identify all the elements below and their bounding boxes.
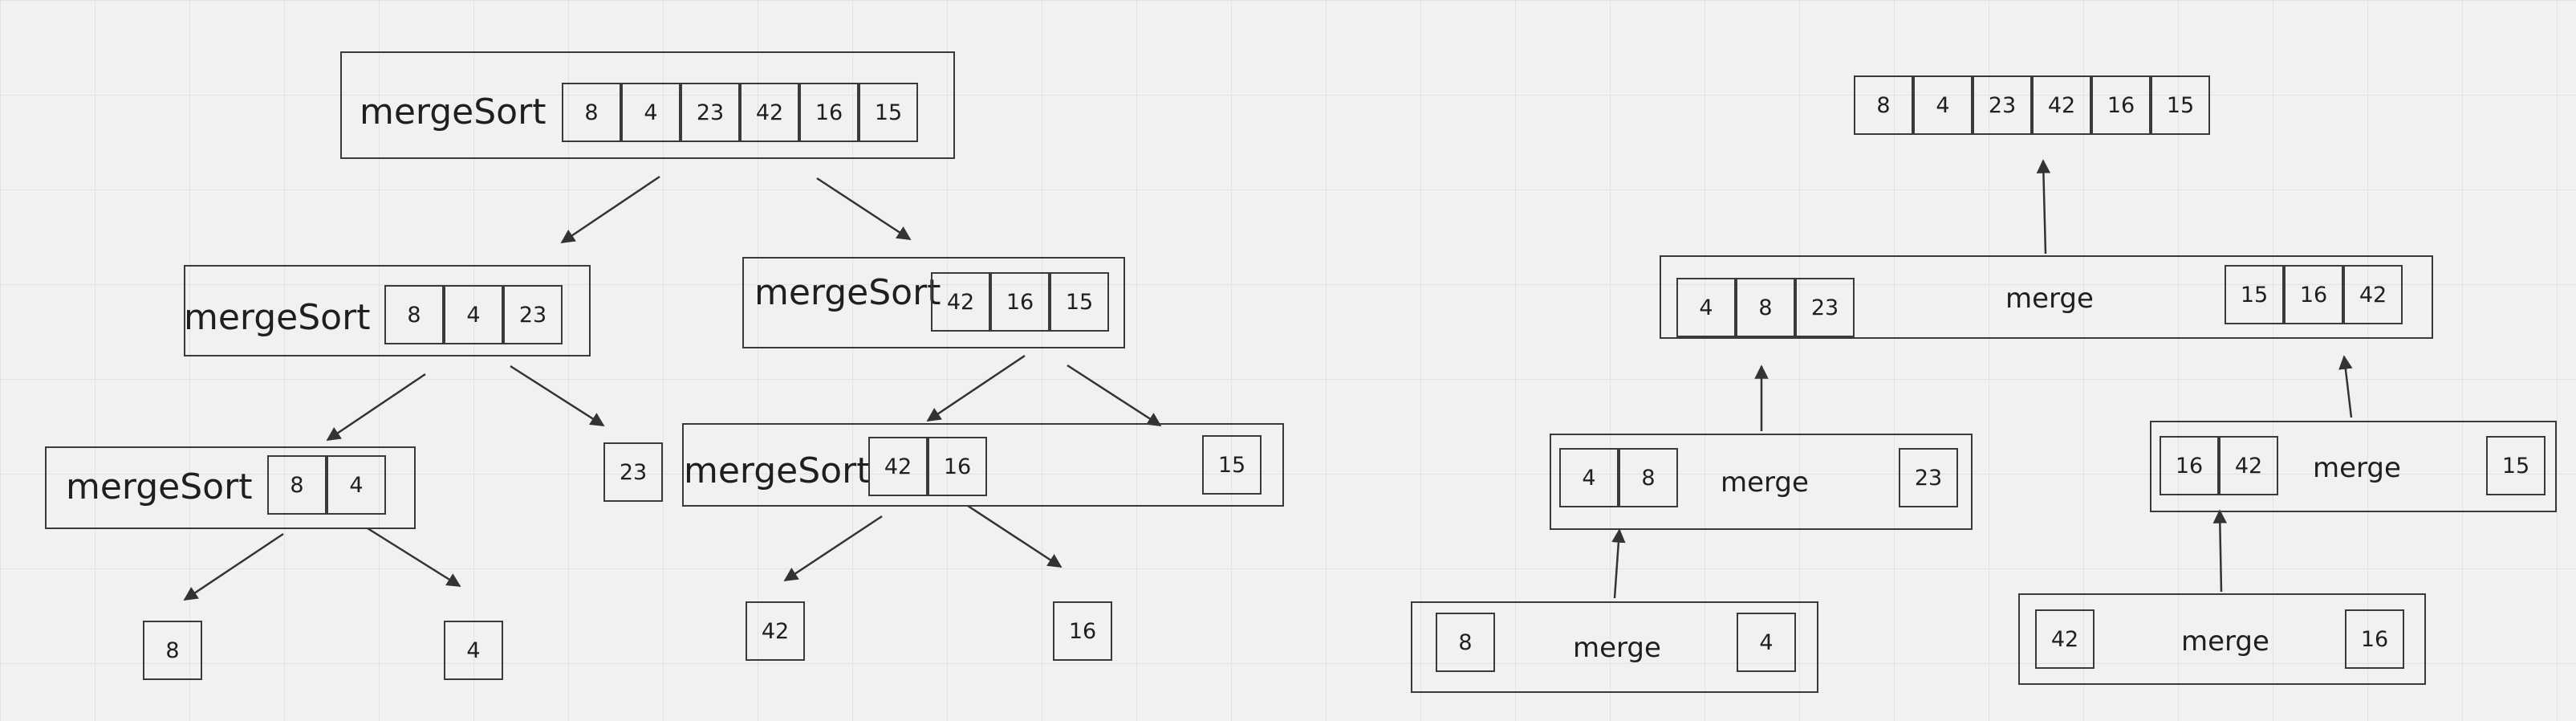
mergesort-label: mergeSort xyxy=(684,450,871,491)
merge-box-left xyxy=(1550,434,1973,530)
left-left-array-cell: 4 xyxy=(327,455,386,515)
root-array-cell: 4 xyxy=(621,83,681,142)
arrow xyxy=(816,177,912,241)
arrow xyxy=(2036,159,2051,255)
right-array-cell: 15 xyxy=(1050,272,1109,332)
root-array-cell: 16 xyxy=(799,83,859,142)
leaf-16-cell: 16 xyxy=(1053,601,1112,661)
merge-top-left-cell: 4 xyxy=(1676,278,1736,337)
merge-label: merge xyxy=(1573,632,1661,664)
leaf-23-cell: 23 xyxy=(603,442,663,502)
merge-right-left-cell: 42 xyxy=(2219,436,2278,495)
right-left-extra-cell: 15 xyxy=(1202,435,1262,495)
result-array-cell: 16 xyxy=(2091,75,2151,135)
merge-label: merge xyxy=(2181,625,2269,658)
root-array-cell: 42 xyxy=(740,83,799,142)
merge-bottom-left-right-cell: 4 xyxy=(1737,613,1796,672)
result-array-cell: 4 xyxy=(1913,75,1973,135)
mergesort-box-left xyxy=(184,265,591,356)
mergesort-box-root xyxy=(340,51,955,159)
merge-box-right xyxy=(2150,421,2557,512)
result-array-cell: 42 xyxy=(2032,75,2091,135)
merge-box-bottom-left xyxy=(1411,601,1818,693)
merge-label: merge xyxy=(2313,452,2401,484)
arrow xyxy=(510,365,605,427)
arrow xyxy=(183,532,284,601)
mergesort-label: mergeSort xyxy=(66,466,253,507)
merge-left-right-cell: 23 xyxy=(1899,448,1958,507)
left-array-cell: 4 xyxy=(444,285,503,344)
merge-box-top xyxy=(1660,255,2433,339)
right-array-cell: 42 xyxy=(931,272,990,332)
result-array-cell: 15 xyxy=(2151,75,2210,135)
arrow xyxy=(2212,509,2228,593)
root-array-cell: 23 xyxy=(681,83,740,142)
left-left-array-cell: 8 xyxy=(267,455,327,515)
mergesort-box-right xyxy=(742,257,1125,348)
arrow xyxy=(926,354,1026,422)
arrow xyxy=(1611,528,1626,599)
merge-label: merge xyxy=(1721,466,1809,499)
result-array-cell: 8 xyxy=(1854,75,1913,135)
mergesort-box-right-left xyxy=(682,423,1284,507)
merge-top-right-cell: 42 xyxy=(2343,265,2403,324)
leaf-8-cell: 8 xyxy=(143,621,202,680)
left-array-cell: 23 xyxy=(503,285,563,344)
leaf-42-cell: 42 xyxy=(746,601,805,661)
right-array-cell: 16 xyxy=(990,272,1050,332)
merge-top-left-cell: 8 xyxy=(1736,278,1795,337)
merge-right-left-cell: 16 xyxy=(2160,436,2219,495)
merge-left-left-cell: 4 xyxy=(1559,448,1619,507)
merge-right-right-cell: 15 xyxy=(2486,436,2546,495)
arrow xyxy=(1067,364,1162,427)
merge-bottom-left-left-cell: 8 xyxy=(1436,613,1495,672)
left-array-cell: 8 xyxy=(384,285,444,344)
arrow xyxy=(967,504,1062,568)
mergesort-label: mergeSort xyxy=(184,297,371,338)
arrow xyxy=(560,175,660,244)
merge-top-right-cell: 15 xyxy=(2225,265,2284,324)
arrow xyxy=(783,515,883,582)
mergesort-label: mergeSort xyxy=(754,272,941,313)
merge-bottom-right-left-cell: 42 xyxy=(2035,609,2095,669)
merge-bottom-right-right-cell: 16 xyxy=(2345,609,2404,669)
result-array-cell: 23 xyxy=(1973,75,2032,135)
mergesort-box-left-left xyxy=(45,446,416,529)
merge-top-right-cell: 16 xyxy=(2284,265,2343,324)
arrow xyxy=(2338,355,2353,418)
leaf-4-cell: 4 xyxy=(444,621,503,680)
mergesort-label: mergeSort xyxy=(360,92,546,132)
merge-left-left-cell: 8 xyxy=(1619,448,1678,507)
root-array-cell: 8 xyxy=(562,83,621,142)
right-left-array-cell: 16 xyxy=(928,437,987,496)
root-array-cell: 15 xyxy=(859,83,918,142)
merge-label: merge xyxy=(2005,283,2094,315)
right-left-array-cell: 42 xyxy=(868,437,928,496)
merge-box-bottom-right xyxy=(2018,593,2426,685)
arrow xyxy=(326,373,426,442)
merge-top-left-cell: 23 xyxy=(1795,278,1855,337)
arrow xyxy=(367,527,461,588)
